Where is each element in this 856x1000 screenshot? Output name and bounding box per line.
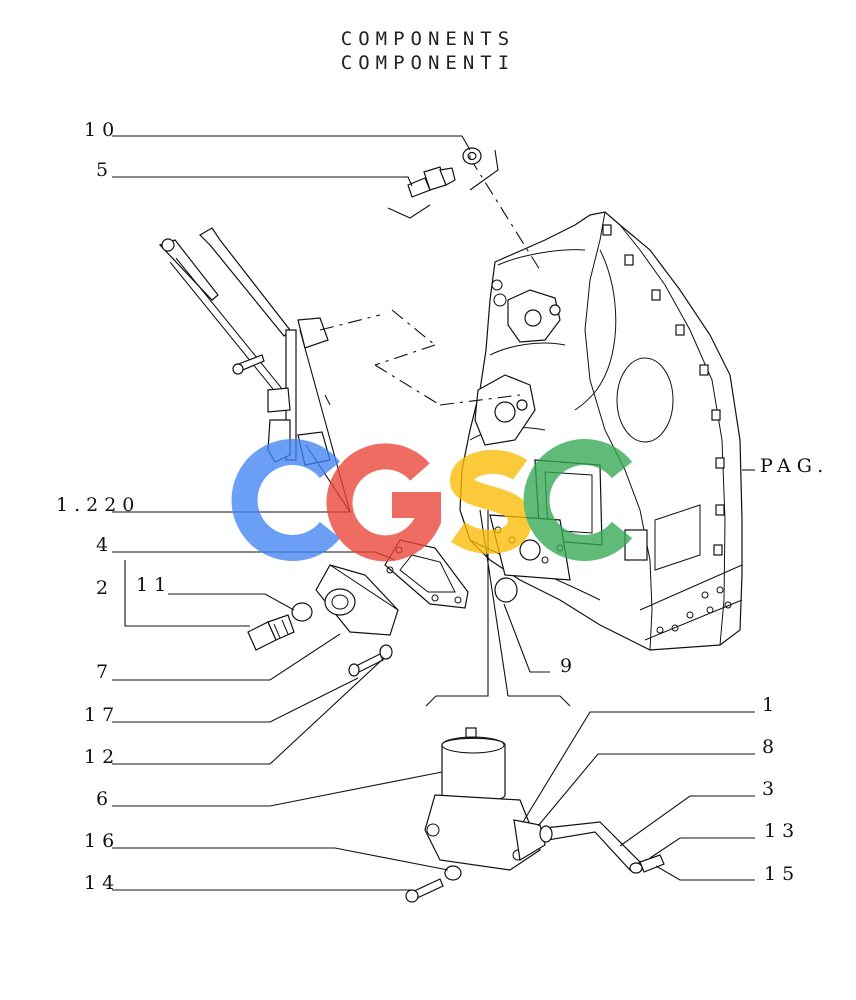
part-3-pipe: [539, 821, 641, 871]
label-5: 5: [96, 159, 114, 181]
label-11: 11: [136, 574, 172, 596]
leader-lines: [112, 135, 755, 891]
label-9: 9: [560, 655, 578, 677]
watermark-letter-g: [326, 443, 441, 562]
title-en: COMPONENTS: [340, 28, 516, 50]
label-14: 14: [84, 872, 120, 894]
watermark-letter-c1: [231, 439, 341, 561]
part-15-screw: [639, 854, 665, 873]
part-2-plug: [247, 614, 295, 651]
callout-labels: 10 5 1.220 4 2 11 7 17 12 6 16 14 9 1 8 …: [56, 119, 829, 894]
part-17-screw: [348, 653, 384, 677]
label-3: 3: [762, 778, 780, 800]
label-16: 16: [84, 830, 120, 852]
label-pag: PAG.: [760, 455, 829, 477]
bracket-5: [387, 149, 499, 219]
label-1220: 1.220: [56, 494, 140, 516]
part-12-washer: [379, 644, 393, 660]
part-10-washer: [462, 147, 482, 165]
label-1: 1: [762, 694, 780, 716]
part-11-oring: [291, 602, 313, 622]
label-8: 8: [762, 736, 780, 758]
cgsc-watermark: [231, 439, 633, 562]
part-16-washer: [444, 865, 462, 881]
centre-line-upper: [319, 309, 521, 406]
part-14-screw: [405, 878, 444, 903]
transmission-housing: [459, 211, 743, 651]
label-10: 10: [84, 119, 120, 141]
part-13-washer: [629, 862, 643, 874]
part-7-cover: [315, 564, 399, 636]
label-13: 13: [764, 820, 800, 842]
label-6: 6: [96, 788, 114, 810]
part-6-filter-housing: [424, 727, 546, 871]
label-4: 4: [96, 534, 114, 556]
part-5-fitting: [407, 166, 456, 198]
watermark-letter-s: [450, 449, 533, 554]
part-9-oring: [494, 577, 518, 603]
label-17: 17: [84, 704, 120, 726]
label-12: 12: [84, 746, 120, 768]
label-2: 2: [96, 577, 114, 599]
centre-line-10: [469, 157, 541, 271]
watermark-letter-c2: [523, 439, 633, 561]
title-it: COMPONENTI: [340, 52, 516, 74]
label-15: 15: [764, 863, 800, 885]
label-7: 7: [96, 661, 114, 683]
